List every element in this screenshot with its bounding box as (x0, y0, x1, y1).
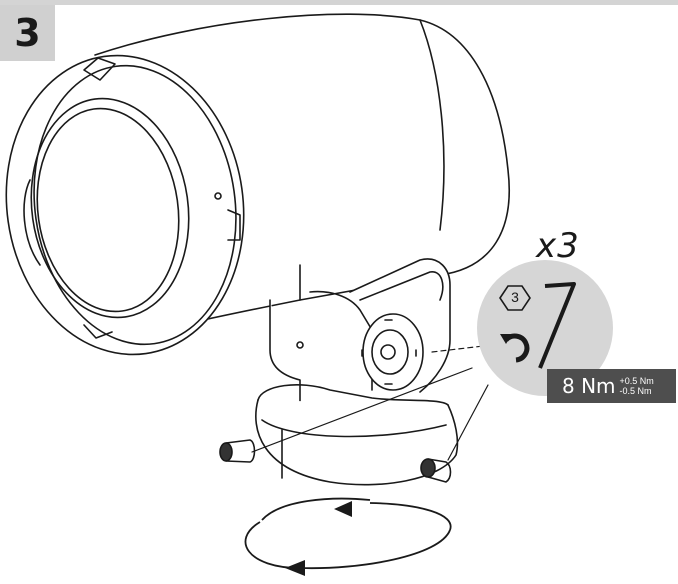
torque-spec-box: 8 Nm +0.5 Nm -0.5 Nm (547, 369, 676, 403)
hex-size-icon (499, 285, 531, 311)
mount-bracket (269, 258, 451, 411)
lens-bezel (5, 54, 245, 356)
tolerance-plus: +0.5 Nm (619, 376, 654, 386)
step-number-box: 3 (0, 5, 55, 61)
callout-circle (477, 260, 613, 396)
rotation-arrows-icon (244, 497, 452, 576)
tolerance-minus: -0.5 Nm (619, 386, 652, 396)
set-screw-right (420, 458, 452, 483)
top-rule (0, 0, 678, 5)
torque-tolerance: +0.5 Nm -0.5 Nm (620, 376, 654, 396)
step-number: 3 (14, 11, 41, 55)
hex-key-icon (538, 282, 576, 369)
set-screw-left (219, 439, 256, 463)
hex-size-label: 3 (511, 289, 519, 305)
torque-value: 8 Nm (562, 374, 616, 398)
clockwise-rotate-icon (504, 333, 530, 363)
quantity-label: x3 (536, 226, 580, 266)
mount-base (255, 384, 459, 486)
